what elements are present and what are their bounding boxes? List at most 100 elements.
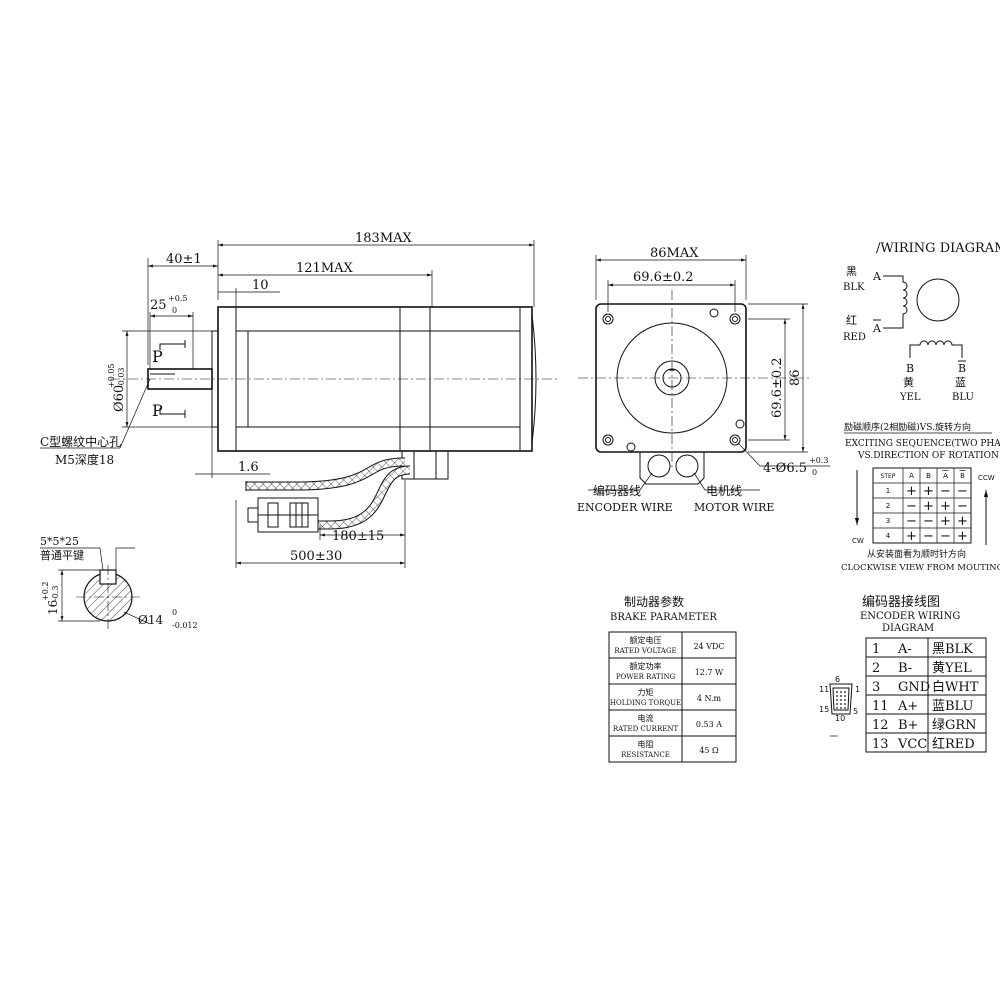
key-section: 5*5*25 普通平键 16 +0.2 -0.3 Ø14 0 -0.012 [40,535,198,630]
encoder-wire-color: 红RED [932,736,975,752]
brake-title-cn: 制动器参数 [624,594,684,609]
encoder-wire-color: 黄YEL [932,661,972,676]
mounting-holes [602,308,745,452]
encoder-title-en2: DIAGRAM [882,623,934,634]
dim-holes-tol-lower: 0 [812,468,817,477]
dim-180: 180±15 [332,529,384,544]
pin-label-1: 1 [855,685,860,694]
pin-label-10: 10 [835,714,845,723]
seq-cell-2-0: 2 [886,502,890,510]
brake-row-cn: 额定功率 [630,661,662,671]
encoder-wire-color: 黑BLK [932,642,973,657]
brake-row-cn: 电流 [638,713,654,723]
braided-cable-upper [246,458,406,490]
encoder-pin: 13 [872,737,889,752]
dim-10: 10 [252,278,269,293]
wiring-title: /WIRING DIAGRAM [876,241,1000,256]
brake-row-en: RATED VOLTAGE [614,647,676,655]
pin-label-11: 11 [819,685,829,694]
blu-cn: 蓝 [955,376,966,389]
dim-25: 25 [150,298,167,313]
cw-label: CW [852,537,864,545]
blk-cn: 黑 [846,265,857,278]
rotor-symbol [916,278,960,322]
seq-cell-4-1: + [906,529,917,544]
seq-header-3: A [943,472,948,480]
seq-cell-1-2: + [923,484,934,499]
seq-header-4: B [960,472,965,480]
brake-row-en: RESISTANCE [621,751,670,759]
pin-label-6: 6 [835,675,840,684]
dim-16: 16 [46,600,60,615]
encoder-pin: 1 [872,642,880,657]
encoder-signal: A+ [897,699,918,714]
db15-connector-icon: 6 1 11 15 5 10 [819,675,860,737]
section-mark-bottom: P [152,401,163,420]
brake-row-value: 12.7 W [695,668,724,677]
seq-cell-4-3: − [940,529,951,544]
encoder-signal: B+ [898,718,918,733]
phase-a-bar: A [872,322,882,335]
encoder-pin: 12 [872,718,889,733]
center-hole-spec: M5深度18 [55,452,114,467]
encoder-connector [247,497,319,533]
seq-cell-4-4: + [957,529,968,544]
dim-183max: 183MAX [355,231,413,246]
red-en: RED [843,332,866,343]
encoder-pin: 2 [872,661,880,676]
motor-wire-en: MOTOR WIRE [694,501,774,514]
phase-a: A [872,270,882,283]
dim-1-6: 1.6 [238,460,259,475]
coil-b [909,340,963,358]
braided-cable-lower [318,466,411,529]
brake-row-en: RATED CURRENT [613,725,679,733]
brake-row-cn: 额定电压 [630,635,662,645]
center-hole-label: C型螺纹中心孔 [40,434,121,449]
front-view: 编码器线 ENCODER WIRE 电机线 MOTOR WIRE 86MAX 6… [577,246,830,514]
cable-exit-front [639,452,705,485]
seq-cell-3-4: + [957,514,968,529]
encoder-wire-color: 白WHT [932,679,979,695]
seq-cell-4-2: − [923,529,934,544]
motor-wire-cn: 电机线 [706,484,742,498]
phase-b-bar: B [958,362,966,375]
brake-row-value: 4 N.m [697,694,722,703]
dim-dia14: Ø14 [138,613,163,627]
dim-86max: 86MAX [650,246,699,261]
seq-cell-1-4: − [957,484,968,499]
blk-en: BLK [843,282,865,293]
brake-row-cn: 电阻 [638,739,654,749]
encoder-wire-en: ENCODER WIRE [577,501,673,514]
dim-16-tol-upper: +0.2 [41,582,50,601]
encoder-wiring: 编码器接线图 ENCODER WIRING DIAGRAM 6 1 11 15 … [819,594,987,753]
dim-dia14-tol-lower: -0.012 [172,621,198,630]
seq-cell-2-4: − [957,499,968,514]
encoder-signal: GND [898,680,930,695]
wiring-diagram: /WIRING DIAGRAM 黑 BLK A 红 RED A B B 黄 YE… [843,241,1000,403]
pin-label-5: 5 [853,707,858,716]
encoder-signal: A- [897,642,912,657]
red-cn: 红 [846,314,857,327]
ccw-label: CCW [978,474,995,482]
key-spec: 5*5*25 [40,535,79,548]
encoder-pin: 11 [872,699,889,714]
dim-69-6-h: 69.6±0.2 [633,270,694,285]
dim-dia60: Ø60 [112,385,127,412]
seq-header-1: A [909,472,914,480]
encoder-title-en1: ENCODER WIRING [860,611,960,622]
dim-holes-tol-upper: +0.3 [809,456,828,465]
dim-16-tol-lower: -0.3 [51,586,60,601]
encoder-signal: B- [898,661,912,676]
pin-label-15: 15 [819,705,829,714]
dim-40: 40±1 [166,252,202,267]
brake-row-cn: 力矩 [638,687,654,697]
dim-holes: 4-Ø6.5 [763,461,807,476]
seq-header-0: STEP [881,473,896,480]
encoder-title-cn: 编码器接线图 [862,594,940,610]
encoder-wire-color: 蓝BLU [932,699,973,714]
